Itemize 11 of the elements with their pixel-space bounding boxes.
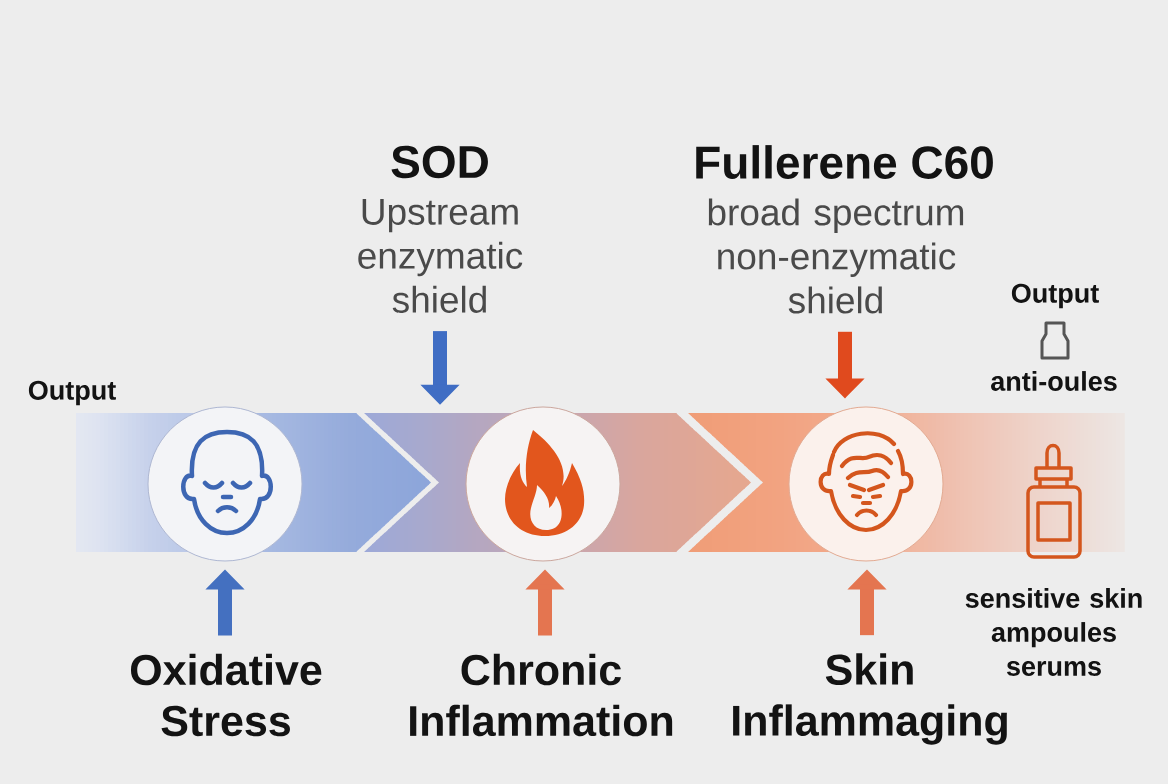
icon-circle xyxy=(147,406,303,562)
description: broad spectrum non-enzymatic shield xyxy=(708,198,964,314)
stage-label: Chronic Inflammation xyxy=(410,653,673,737)
text-label: anti-oules xyxy=(991,371,1117,391)
text-label: Output xyxy=(28,380,116,406)
heading: SOD xyxy=(391,145,488,179)
icon-circle xyxy=(788,406,944,562)
description: Upstream enzymatic shield xyxy=(358,199,523,313)
stage-label: Oxidative Stress xyxy=(130,653,322,737)
text-label: Output xyxy=(1011,283,1099,309)
heading: Fullerene C60 xyxy=(696,145,993,179)
